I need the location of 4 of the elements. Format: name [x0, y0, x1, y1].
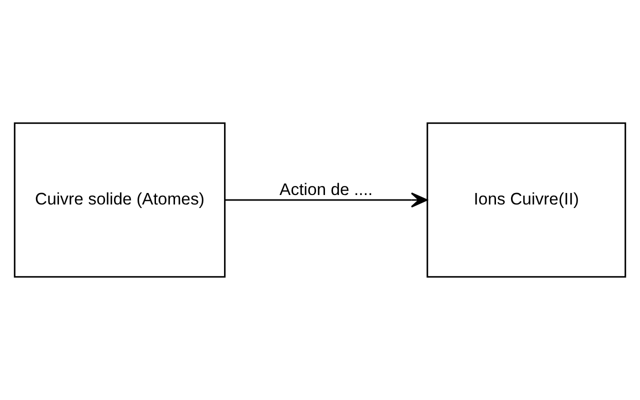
node-box: Ions Cuivre(II): [426, 122, 626, 278]
arrow: [225, 192, 428, 208]
node-box: Cuivre solide (Atomes): [14, 122, 226, 278]
edge-label: Action de ....: [280, 180, 373, 200]
